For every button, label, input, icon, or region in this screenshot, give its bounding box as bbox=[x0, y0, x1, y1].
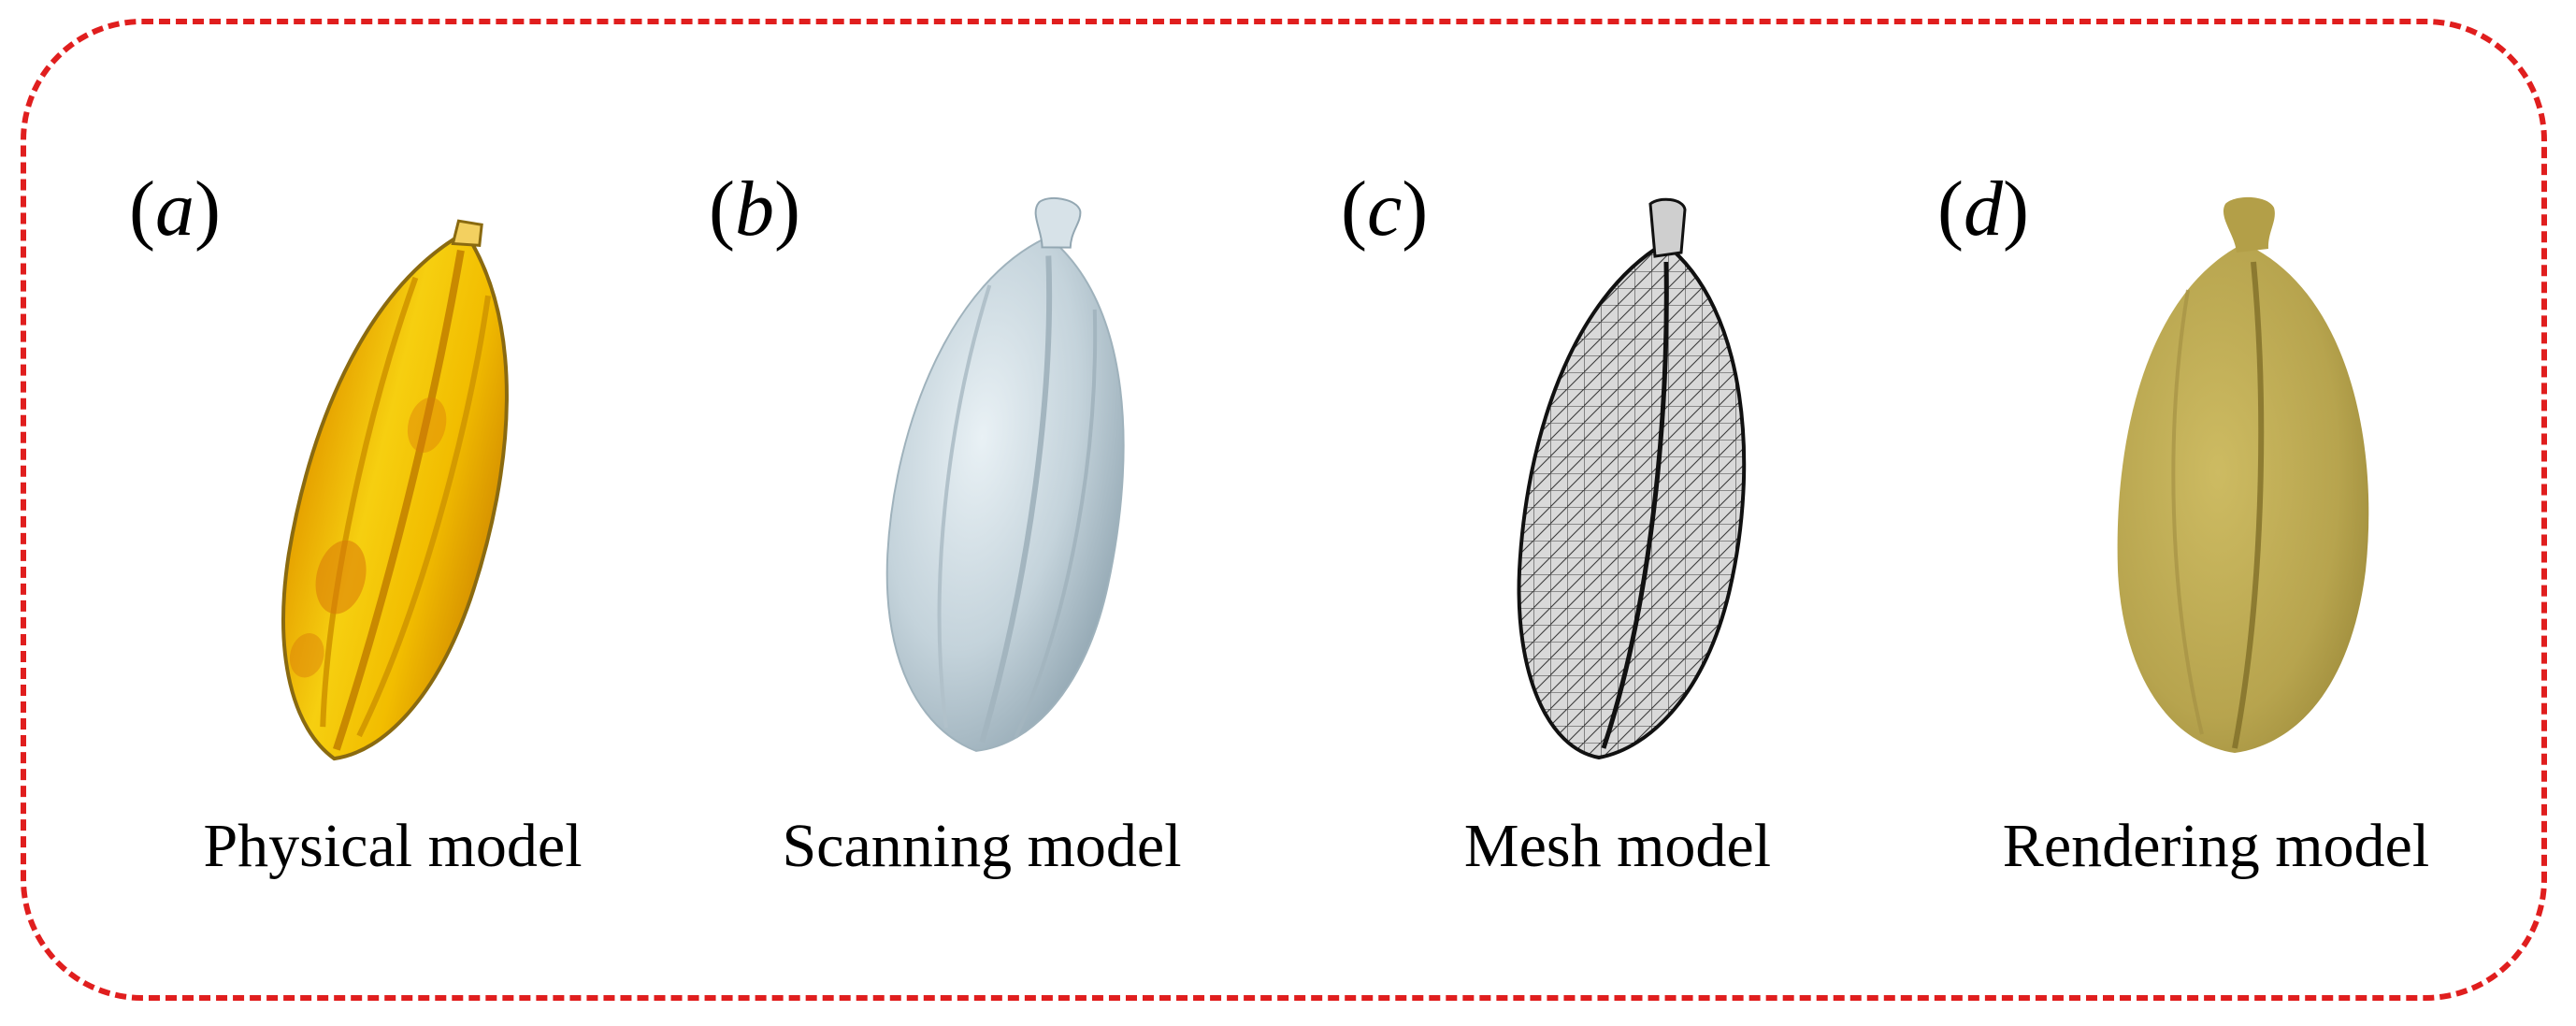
mesh-seed-image bbox=[1517, 197, 1747, 760]
caption-mesh: Mesh model bbox=[1463, 812, 1772, 880]
dashed-frame bbox=[21, 19, 2547, 1001]
panel-mesh: (c) Mesh model bbox=[1328, 0, 1907, 1026]
scanning-seed-image bbox=[885, 196, 1125, 752]
rendering-seed-image bbox=[2117, 196, 2369, 753]
panel-label-d: (d) bbox=[1937, 166, 2029, 253]
panel-label-c: (c) bbox=[1341, 166, 1429, 253]
caption-scanning: Scanning model bbox=[782, 812, 1182, 880]
panel-label-b: (b) bbox=[709, 166, 800, 253]
caption-rendering: Rendering model bbox=[2002, 812, 2430, 880]
panel-scanning: (b) Scanning model bbox=[692, 0, 1272, 1026]
physical-seed-image bbox=[281, 219, 509, 761]
panel-rendering: (d) Rendering model bbox=[1926, 0, 2506, 1026]
panel-label-a: (a) bbox=[129, 166, 221, 253]
caption-physical: Physical model bbox=[203, 812, 583, 880]
panel-physical: (a) Physical model bbox=[112, 0, 673, 1026]
